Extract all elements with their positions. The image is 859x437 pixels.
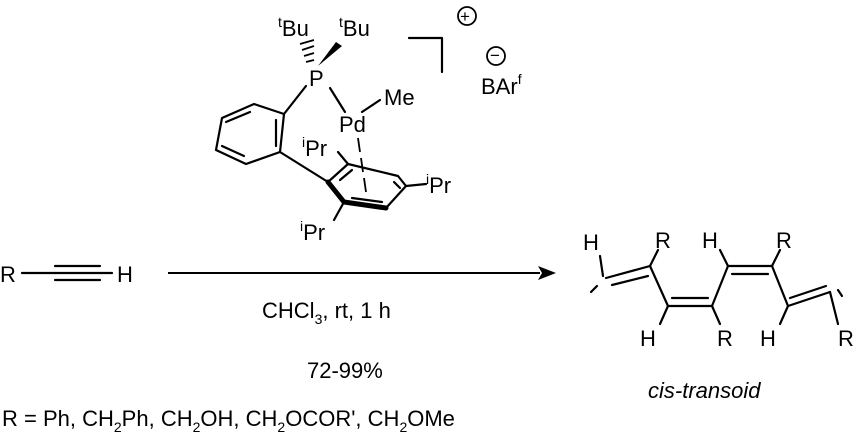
product-h-top-1: H [583,230,599,255]
polyene-product: H R H R H R H R [583,228,854,351]
charge-minus: − [486,46,506,66]
methyl-label: Me [384,85,415,110]
tbu-left-label: tBu [278,14,309,41]
ipr-top-label: iPr [302,134,327,161]
reactant-r-label: R [0,262,16,287]
wedge-bond-p-tbu [318,42,342,66]
hashed-bond-p-tbu [299,39,315,63]
product-r-bottom-1: R [717,326,733,351]
charge-plus: + [457,6,477,26]
product-h-bottom-1: H [640,326,656,351]
polyene-backbone [589,248,844,326]
product-h-bottom-2: H [760,326,776,351]
ipr-bottom-label: iPr [300,218,325,245]
alkyne-reactant: R H [0,262,133,287]
product-r-bottom-2: R [838,326,854,351]
bond-ipr-bottom [332,200,346,222]
bond-ipr-right [404,182,428,188]
yield-label: 72-99% [307,358,383,383]
bond-p-pd [328,86,347,114]
catalyst-structure: tBu tBu P Pd Me [214,6,522,245]
palladium-label: Pd [339,112,366,137]
counterion-label: BArf [481,71,522,99]
product-caption: cis-transoid [648,378,761,403]
svg-text:−: − [490,46,500,65]
svg-text:+: + [460,7,470,26]
product-r-top-2: R [776,228,792,253]
tbu-right-label: tBu [339,14,370,41]
reaction-arrow [168,266,556,280]
pd-arene-interaction [357,137,367,193]
bond-ipr-top [336,150,350,166]
product-h-top-2: H [702,228,718,253]
reactant-h-label: H [117,262,133,287]
bond-aryl-aryl [278,150,330,184]
phosphorus-label: P [309,66,324,91]
ipr-right-label: iPr [426,171,451,198]
product-r-top-1: R [655,228,671,253]
bracket [407,36,444,74]
conditions-label: CHCl3, rt, 1 h [262,298,391,327]
biaryl-ring-left [214,102,286,166]
bond-pd-me [360,98,382,114]
triple-bond [20,264,114,282]
biaryl-ring-lower [325,162,408,211]
bond-p-aryl [282,84,308,116]
substituent-list: R = Ph, CH2Ph, CH2OH, CH2OCOR', CH2OMe [2,406,455,435]
